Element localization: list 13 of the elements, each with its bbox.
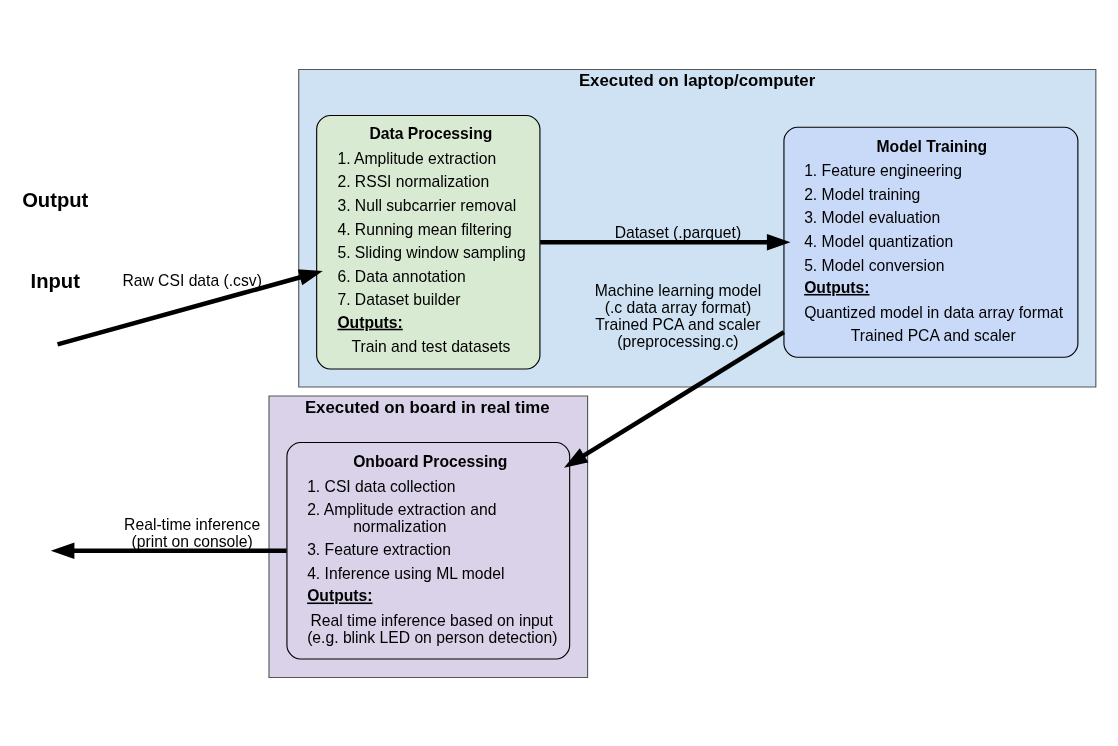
- arrow: [564, 329, 786, 468]
- edge-label: Machine learning model (.c data array format) Trained PCA and scaler (preprocessing.c): [594, 281, 762, 350]
- arrow: [50, 542, 287, 559]
- edge-label: Raw CSI data (.csv): [122, 271, 262, 289]
- node-box: Data Processing 1. Amplitude extraction 2. RSSI normalization 3. Null subcarrier removal 4. Running mean filtering 5. Sliding window sampling 6. Data annotation 7. Dataset builder Outputs: Train and test datasets: [316, 114, 541, 370]
- edge-label: Dataset (.parquet): [614, 223, 742, 241]
- node-box: Onboard Processing 1. CSI data collection 2. Amplitude extraction and normalization 3. Feature extraction 4. Inference using ML model Outputs: Real time inference based on input (e.g. blink LED on person detection): [286, 441, 571, 660]
- label: Input: [30, 269, 80, 292]
- arrow: [540, 233, 791, 250]
- arrow: [56, 268, 323, 346]
- label: Output: [22, 188, 89, 211]
- node-box: Model Training 1. Feature engineering 2. Model training 3. Model evaluation 4. Model quantization 5. Model conversion Outputs: Quantized model in data array format Trained PCA and scaler: [783, 126, 1079, 358]
- edge-label: Real-time inference (print on console): [124, 515, 261, 549]
